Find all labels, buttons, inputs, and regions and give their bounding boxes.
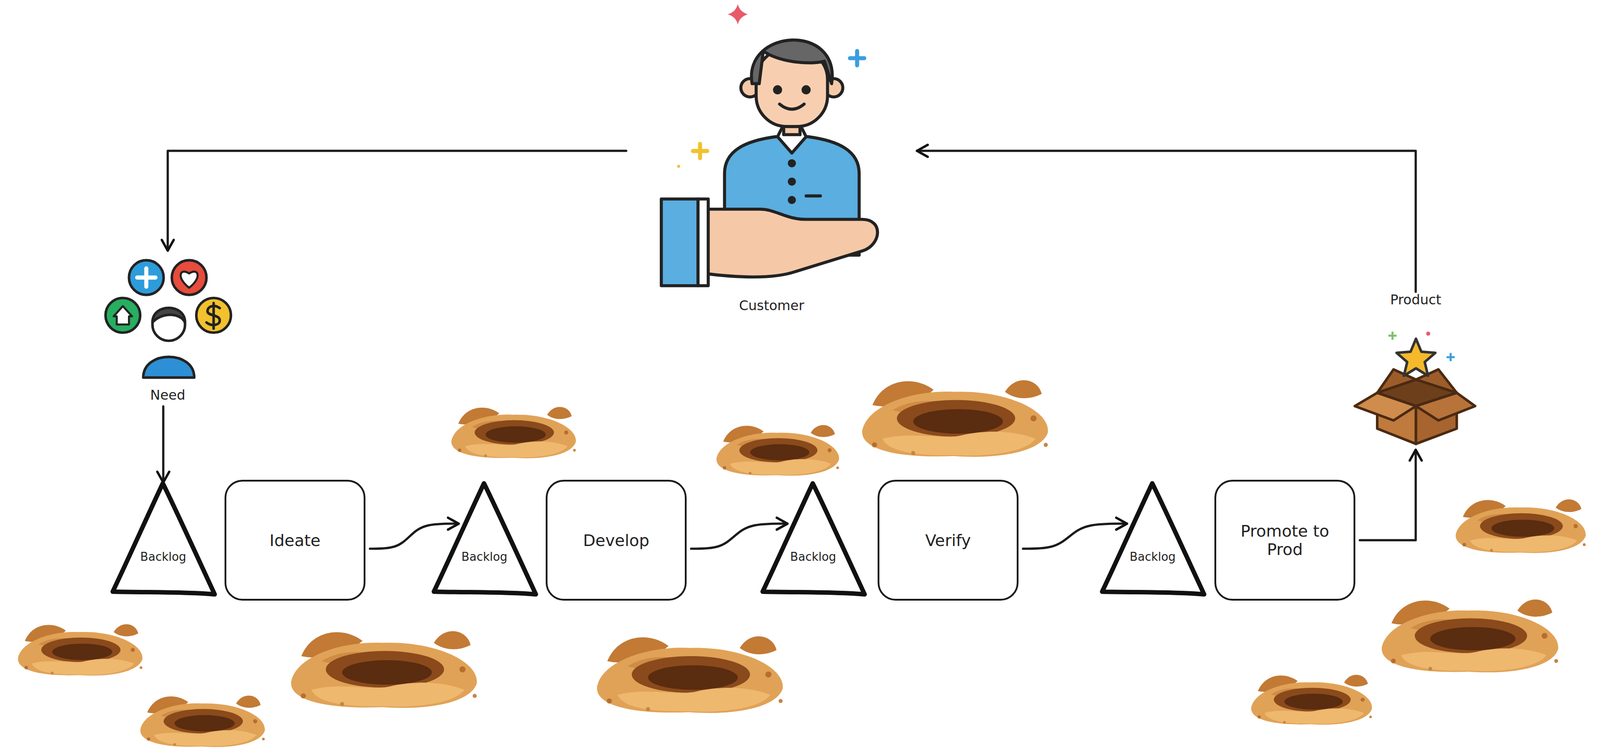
flow-arrow: [167, 150, 627, 251]
dirt-pile: [1251, 674, 1372, 725]
triangle-outline: [107, 479, 220, 599]
triangle-path: [433, 483, 536, 595]
flow-arrow: [1359, 449, 1416, 540]
dirt-pile: [291, 630, 477, 708]
need-icon: [105, 259, 231, 378]
process-box: Promote to Prod: [1214, 479, 1356, 601]
node-label: Backlog: [461, 549, 508, 564]
node-label: Backlog: [1129, 549, 1176, 564]
node-label: Promote to Prod: [1229, 521, 1341, 559]
flow-arrow: [691, 523, 788, 549]
node-label: Develop: [582, 530, 650, 550]
dirt-pile: [716, 424, 840, 476]
triangle-outline: [1096, 479, 1209, 599]
triangle-outline: [428, 479, 541, 599]
customer-icon: [661, 4, 878, 286]
dirt-pile: [17, 623, 143, 676]
node-label: Backlog: [140, 549, 187, 564]
flow-arrow: [162, 406, 165, 483]
dirt-pile: [140, 695, 265, 747]
dirt-pile: [1455, 499, 1586, 553]
triangle-path: [762, 483, 865, 595]
flow-arrow: [369, 523, 459, 549]
node-label: Need: [150, 386, 186, 403]
product-node: Product: [1341, 291, 1490, 446]
backlog-triangle: Backlog: [757, 479, 870, 599]
triangle-path: [112, 483, 215, 595]
dirt-pile: [861, 379, 1048, 457]
product-icon: [1354, 331, 1476, 444]
process-box: Ideate: [224, 479, 366, 601]
node-label: Verify: [925, 530, 971, 550]
need-node: Need: [98, 250, 238, 403]
node-label: Product: [1390, 291, 1442, 308]
node-label: Customer: [738, 297, 805, 314]
process-box: Verify: [877, 479, 1019, 601]
backlog-triangle: Backlog: [428, 479, 541, 599]
triangle-path: [1102, 483, 1205, 595]
flow-arrow: [1022, 523, 1128, 549]
flow-arrow: [916, 150, 1416, 292]
dirt-pile: [451, 406, 576, 459]
dirt-pile: [1381, 598, 1559, 672]
dirt-piles: [17, 379, 1586, 747]
node-label: Ideate: [269, 530, 321, 550]
dirt-pile: [597, 636, 783, 713]
triangle-outline: [757, 479, 870, 599]
backlog-triangle: Backlog: [107, 479, 220, 599]
node-label: Backlog: [790, 549, 837, 564]
process-box: Develop: [545, 479, 687, 601]
customer-node: Customer: [626, 17, 917, 314]
backlog-triangle: Backlog: [1096, 479, 1209, 599]
